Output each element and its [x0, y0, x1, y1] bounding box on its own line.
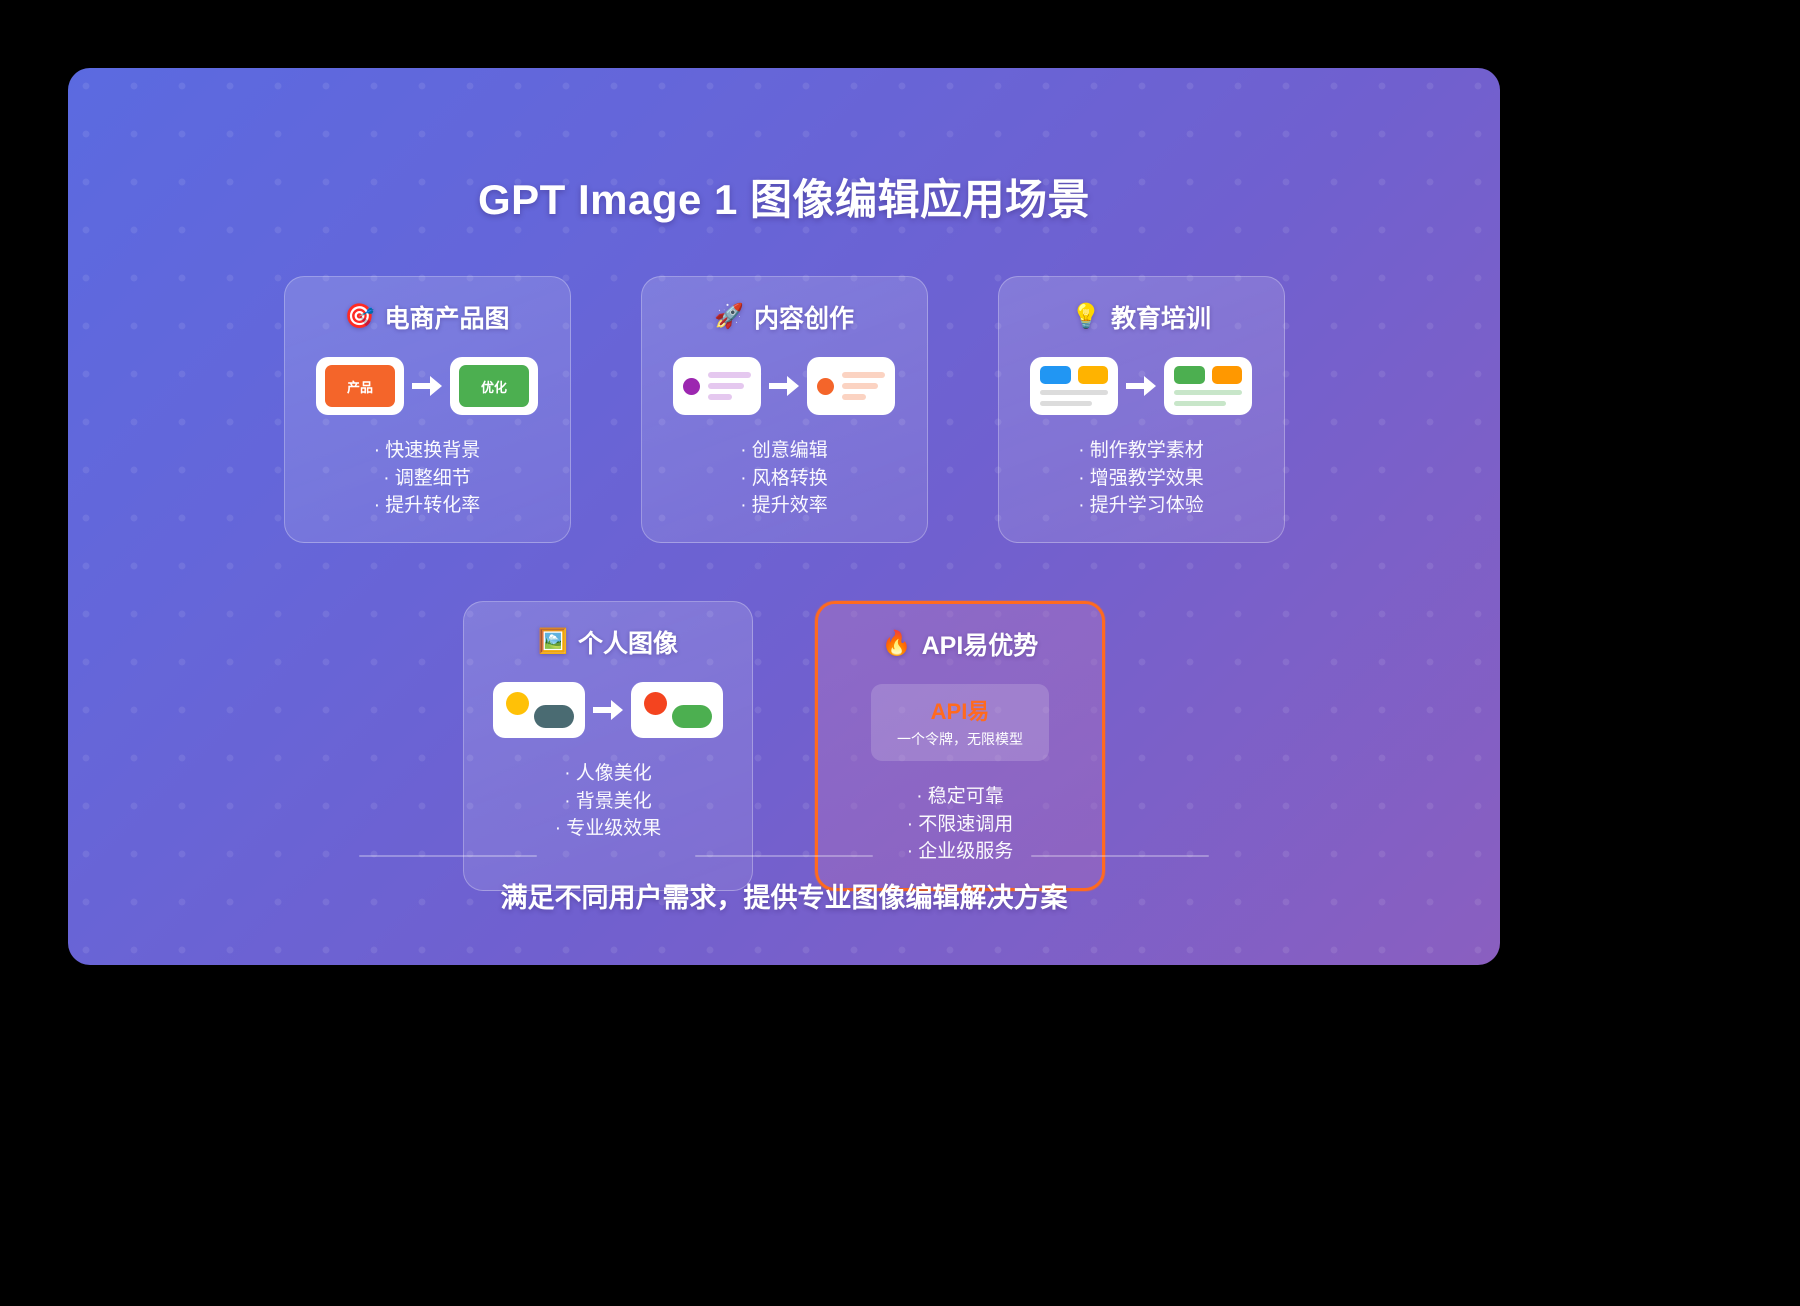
list-item: 快速换背景 [374, 437, 480, 465]
divider-group [68, 855, 1500, 857]
card-title-content-creation: 🚀 内容创作 [714, 299, 854, 335]
after-chip [631, 682, 723, 738]
accent-dot [683, 377, 700, 395]
framed-picture-icon: 🖼️ [538, 628, 568, 655]
bullet-list-education: 制作教学素材 增强教学效果 提升学习体验 [1078, 437, 1204, 520]
accent-dot [817, 377, 834, 395]
card-personal-image[interactable]: 🖼️ 个人图像 [463, 601, 753, 891]
mini-layout-before [673, 357, 761, 415]
list-item: 不限速调用 [907, 811, 1013, 839]
card-education[interactable]: 💡 教育培训 [997, 276, 1285, 543]
portrait-layout-after [631, 682, 723, 738]
card-title-text: 内容创作 [753, 305, 854, 333]
transform-illustration-education [1030, 357, 1252, 415]
promo-tagline: 一个令牌，无限模型 [897, 731, 1023, 747]
list-item: 专业级效果 [555, 815, 661, 843]
arrow-right-icon [1124, 373, 1158, 399]
card-title-ecommerce: 🎯 电商产品图 [345, 299, 510, 335]
edu-layout-after [1164, 357, 1252, 415]
fire-icon: 🔥 [881, 630, 912, 657]
list-item: 企业级服务 [907, 838, 1013, 866]
before-chip [673, 357, 761, 415]
before-chip [493, 682, 585, 738]
portrait-layout-before [493, 682, 585, 738]
arrow-right-icon [591, 697, 625, 723]
body-pill [534, 705, 574, 728]
list-item: 增强教学效果 [1078, 465, 1204, 493]
infographic-poster: GPT Image 1 图像编辑应用场景 🎯 电商产品图 产品 优化 快速 [68, 68, 1500, 965]
arrow-right-icon [767, 373, 801, 399]
promo-brand: API易 [930, 699, 990, 724]
divider [359, 855, 537, 857]
dart-target-icon: 🎯 [344, 303, 375, 330]
lightbulb-icon: 💡 [1071, 303, 1101, 330]
text-lines [708, 372, 751, 400]
footer-text: 满足不同用户需求，提供专业图像编辑解决方案 [500, 883, 1068, 913]
card-title-education: 💡 教育培训 [1071, 299, 1211, 335]
bullet-list-content-creation: 创意编辑 风格转换 提升效率 [740, 437, 828, 520]
transform-illustration-content [673, 357, 895, 415]
edu-layout-before [1030, 357, 1118, 415]
list-item: 创意编辑 [740, 437, 828, 465]
card-title-text: 电商产品图 [384, 305, 510, 333]
card-apiyi-advantage[interactable]: 🔥 API易优势 API易 一个令牌，无限模型 稳定可靠 不限速调用 企业级服务 [815, 601, 1105, 891]
arrow-right-icon [410, 373, 444, 399]
after-label-box: 优化 [459, 365, 529, 407]
list-item: 风格转换 [740, 465, 828, 493]
card-content-creation[interactable]: 🚀 内容创作 [640, 276, 928, 543]
card-title-text: 个人图像 [577, 630, 678, 658]
list-item: 人像美化 [555, 760, 662, 788]
card-title-text: API易优势 [921, 632, 1039, 660]
card-ecommerce[interactable]: 🎯 电商产品图 产品 优化 快速换背景 调整细节 提升转化率 [283, 276, 571, 543]
list-item: 稳定可靠 [907, 783, 1014, 811]
after-chip [807, 357, 895, 415]
card-title-personal-image: 🖼️ 个人图像 [538, 624, 678, 660]
text-lines [842, 372, 885, 400]
list-item: 提升转化率 [374, 492, 480, 520]
list-item: 调整细节 [374, 465, 481, 493]
card-title-text: 教育培训 [1110, 305, 1211, 333]
face-circle [506, 692, 529, 715]
color-tags [1040, 366, 1108, 384]
list-item: 提升学习体验 [1078, 492, 1204, 520]
mini-layout-after [807, 357, 895, 415]
divider [695, 855, 873, 857]
rocket-icon: 🚀 [714, 303, 744, 330]
transform-illustration-ecommerce: 产品 优化 [316, 357, 538, 415]
card-row-bottom: 🖼️ 个人图像 [68, 601, 1500, 891]
body-pill [672, 705, 712, 728]
bullet-list-ecommerce: 快速换背景 调整细节 提升转化率 [374, 437, 481, 520]
transform-illustration-personal [493, 682, 723, 738]
color-tags [1174, 366, 1242, 384]
after-chip: 优化 [450, 357, 538, 415]
after-chip [1164, 357, 1252, 415]
before-label-box: 产品 [325, 365, 395, 407]
card-title-apiyi: 🔥 API易优势 [882, 626, 1039, 662]
divider [1031, 855, 1209, 857]
page-title: GPT Image 1 图像编辑应用场景 [477, 176, 1091, 223]
card-row-top: 🎯 电商产品图 产品 优化 快速换背景 调整细节 提升转化率 [68, 276, 1500, 543]
promo-box: API易 一个令牌，无限模型 [871, 684, 1049, 761]
list-item: 制作教学素材 [1078, 437, 1204, 465]
before-chip [1030, 357, 1118, 415]
before-chip: 产品 [316, 357, 404, 415]
list-item: 提升效率 [740, 492, 828, 520]
list-item: 背景美化 [555, 788, 662, 816]
face-circle [644, 692, 667, 715]
bullet-list-personal-image: 人像美化 背景美化 专业级效果 [555, 760, 662, 843]
bullet-list-apiyi: 稳定可靠 不限速调用 企业级服务 [907, 783, 1014, 866]
